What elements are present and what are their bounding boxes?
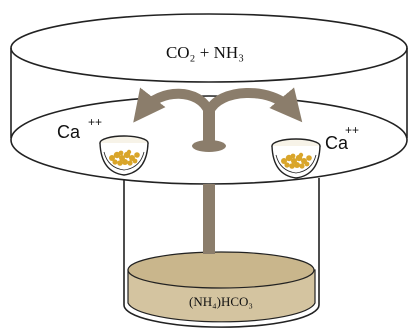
calcium-carbonate-crystals-right [281,152,312,169]
ammonium-bicarbonate-solution [127,251,316,323]
crystal-dish-right [271,138,321,179]
vapor-column [203,184,215,254]
vapor-arrow-right [204,87,303,123]
calcium-charge-left: ++ [88,115,102,129]
calcium-symbol-right: Ca [325,133,349,153]
desiccator-chamber [10,13,408,138]
calcium-ion-label-left: Ca ++ [57,115,102,142]
calcium-charge-right: ++ [345,123,359,137]
crystal-dish-left [99,135,149,176]
vapor-arrows [133,87,303,146]
vapor-arrow-left [133,87,214,123]
reservoir-label: (NH₄)HCO₃ [189,294,253,309]
reservoir-beaker [123,178,320,328]
calcium-carbonate-crystals-left [109,149,140,166]
calcium-ion-label-right: Ca ++ [325,123,359,153]
calcium-symbol-left: Ca [57,122,81,142]
gas-label: CO₂ + NH₃ [166,43,244,62]
